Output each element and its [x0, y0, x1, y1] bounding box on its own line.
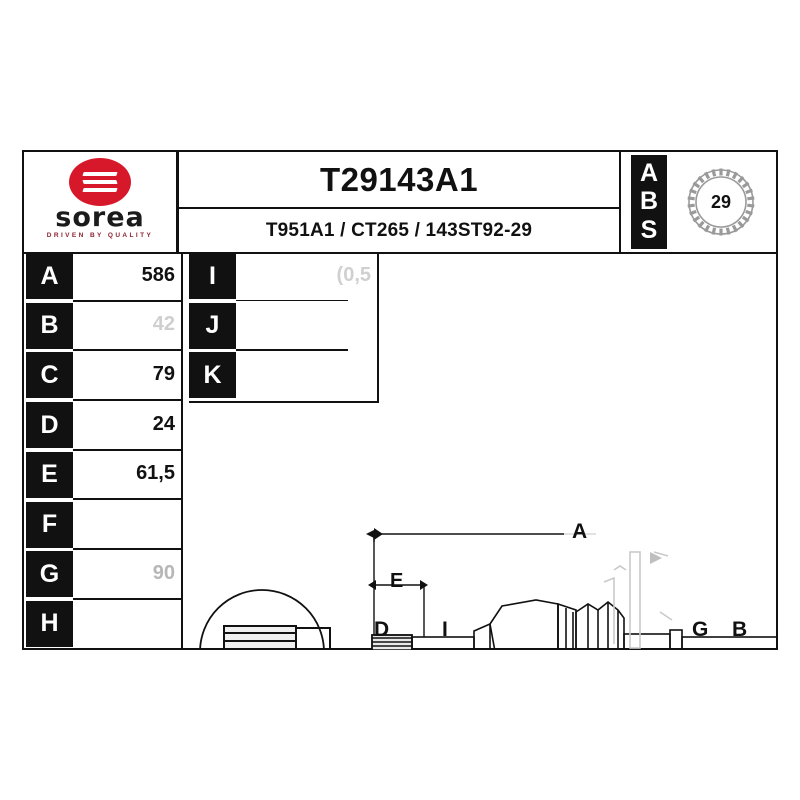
table-row: B 42	[24, 302, 776, 352]
title-cell: T29143A1 T951A1 / CT265 / 143ST92-29	[179, 152, 619, 252]
abs-letter-s: S	[640, 216, 658, 245]
table-row: C 79	[24, 351, 776, 401]
spec-key-b: B	[26, 302, 73, 349]
spec-key-c: C	[26, 352, 73, 399]
callout-label-i-outer: I	[442, 618, 448, 641]
abs-tone-ring-gear-icon: 29	[683, 164, 759, 240]
abs-cell: A B S 29	[619, 152, 776, 252]
callout-label-g-outer: G	[692, 618, 709, 641]
spec-value-g: 90	[152, 561, 175, 584]
logo-s-glyph	[82, 169, 118, 195]
cv-joint-drive-shaft-diagram: A E D I G B	[184, 252, 778, 650]
drawing-frame: sorea DRIVEN BY QUALITY T29143A1 T951A1 …	[22, 150, 778, 650]
table-row: J	[189, 302, 379, 352]
abs-letter-a: A	[639, 158, 659, 187]
callout-label-b-outer: B	[732, 618, 748, 641]
table-row: H	[24, 600, 776, 650]
spec-value-e: 61,5	[136, 462, 175, 485]
abs-badge: A B S	[631, 155, 667, 249]
spec-key-e: E	[26, 451, 73, 498]
spec-value-a: 586	[141, 263, 175, 286]
spec-value-h	[73, 600, 181, 646]
right-table-bottom-rule	[189, 400, 379, 403]
header-divider	[24, 252, 776, 254]
table-row: A 586	[24, 252, 776, 302]
callout-label-d-outer: D	[374, 618, 390, 641]
spec-key-d: D	[26, 402, 73, 449]
spec-key-a: A	[26, 253, 73, 299]
table-row: F	[24, 501, 776, 551]
spec-value-f	[73, 501, 181, 547]
table-column-divider	[181, 252, 183, 650]
spec-value-b: 42	[152, 313, 175, 336]
spec-value-c: 79	[152, 362, 175, 385]
spec-key-f: F	[26, 501, 73, 548]
page-subtitle: T951A1 / CT265 / 143ST92-29	[265, 219, 533, 241]
brand-name: sorea	[55, 202, 145, 233]
page-title: T29143A1	[179, 152, 619, 209]
table-row: I (0,5	[189, 252, 379, 302]
spec-value-i: (0,5	[336, 263, 371, 286]
header-band: sorea DRIVEN BY QUALITY T29143A1 T951A1 …	[24, 152, 776, 252]
spec-value-d: 24	[152, 412, 175, 435]
spec-table-left: A 586 B 42 C 79 D 24 E 61,5	[24, 252, 776, 650]
brand-tagline: DRIVEN BY QUALITY	[46, 232, 154, 239]
callout-label-e: E	[390, 570, 404, 592]
table-row: E 61,5	[24, 451, 776, 501]
brand-logo-cell: sorea DRIVEN BY QUALITY	[24, 152, 179, 252]
table-row: D 24	[24, 401, 776, 451]
callout-label-a: A	[572, 520, 588, 543]
table-row: K	[189, 351, 379, 401]
spec-key-k: K	[189, 352, 236, 399]
spec-key-j: J	[189, 302, 236, 349]
right-table-side-rule	[377, 252, 379, 402]
spec-key-i: I	[189, 253, 236, 299]
spec-key-g: G	[26, 551, 73, 598]
tone-ring-tooth-count: 29	[710, 191, 732, 212]
sorea-s-logo-icon	[69, 158, 131, 206]
spec-table-right: I (0,5 J K	[189, 252, 379, 402]
abs-letter-b: B	[639, 187, 659, 216]
spec-key-h: H	[26, 600, 73, 647]
table-row: G 90	[24, 550, 776, 600]
